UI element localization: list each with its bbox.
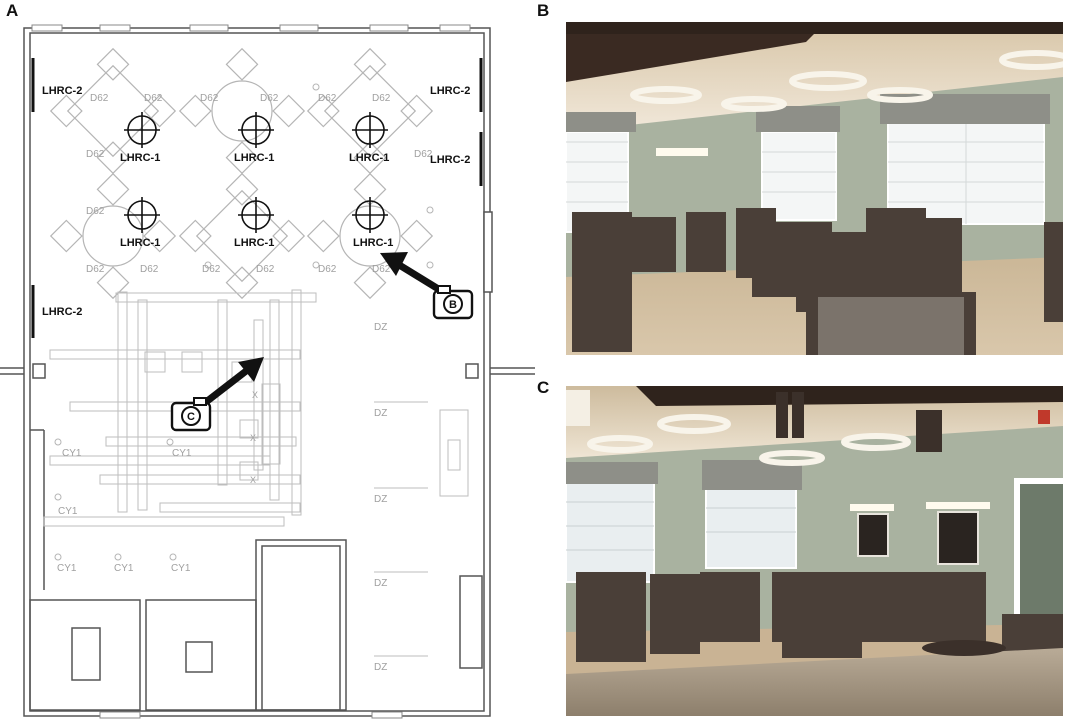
tag-d62: D62 xyxy=(260,93,279,104)
plan-walls xyxy=(0,27,535,717)
downlights xyxy=(54,83,434,561)
table-group xyxy=(306,47,434,175)
label-lhrc1: LHRC-1 xyxy=(120,237,160,249)
pendant-crosshair-icon xyxy=(124,112,160,148)
camera-b-letter: B xyxy=(449,299,457,311)
plan-windows xyxy=(31,24,471,719)
label-lhrc2: LHRC-2 xyxy=(430,85,470,97)
tag-x: X xyxy=(250,433,256,443)
table-group xyxy=(306,172,434,300)
view-direction-arrow xyxy=(203,357,264,405)
pendant-crosshairs xyxy=(124,112,388,233)
tag-d62: D62 xyxy=(86,149,105,160)
cy1-tags: CY1 CY1 CY1 CY1 CY1 CY1 xyxy=(57,448,192,574)
dining-tables xyxy=(49,47,434,300)
tag-d62: D62 xyxy=(86,264,105,275)
tag-cy1: CY1 xyxy=(57,563,77,574)
tag-d62: D62 xyxy=(372,93,391,104)
tag-d62: D62 xyxy=(318,93,337,104)
view-direction-arrow xyxy=(380,252,442,293)
tag-dz: DZ xyxy=(374,662,387,673)
label-lhrc1: LHRC-1 xyxy=(349,152,389,164)
chairs xyxy=(572,208,1063,355)
pendant-crosshair-icon xyxy=(352,197,388,233)
label-lhrc2: LHRC-2 xyxy=(42,306,82,318)
ceiling-grid xyxy=(43,289,469,657)
photo-c xyxy=(566,386,1063,716)
tag-d62: D62 xyxy=(86,206,105,217)
tag-cy1: CY1 xyxy=(58,506,78,517)
photo-b-scene xyxy=(566,22,1063,355)
x-tags: X X X xyxy=(250,390,258,485)
tag-dz: DZ xyxy=(374,322,387,333)
photo-c-scene xyxy=(566,386,1063,716)
tag-dz: DZ xyxy=(374,578,387,589)
tag-d62: D62 xyxy=(202,264,221,275)
tag-d62: D62 xyxy=(144,93,163,104)
tag-cy1: CY1 xyxy=(171,563,191,574)
photo-b xyxy=(566,22,1063,355)
tag-d62: D62 xyxy=(140,264,159,275)
label-lhrc1: LHRC-1 xyxy=(120,152,160,164)
tag-d62: D62 xyxy=(256,264,275,275)
camera-icon: B xyxy=(432,285,474,320)
table-group xyxy=(178,172,306,300)
d62-tags: D62 D62 D62 D62 D62 D62 D62 D62 D62 D62 … xyxy=(86,93,433,275)
tag-x: X xyxy=(252,390,258,400)
tag-cy1: CY1 xyxy=(172,448,192,459)
table-group xyxy=(49,172,177,300)
tag-d62: D62 xyxy=(90,93,109,104)
floor-plan: D62 D62 D62 D62 D62 D62 D62 D62 D62 D62 … xyxy=(0,24,535,719)
tag-d62: D62 xyxy=(414,149,433,160)
pendant-crosshair-icon xyxy=(124,197,160,233)
dz-tags: DZ DZ DZ DZ DZ xyxy=(374,322,387,673)
tag-dz: DZ xyxy=(374,494,387,505)
panel-a-label: A xyxy=(6,1,19,20)
label-lhrc1: LHRC-1 xyxy=(234,152,274,164)
pendant-crosshair-icon xyxy=(352,112,388,148)
pendant-crosshair-icon xyxy=(238,197,274,233)
panel-c-label: C xyxy=(537,378,550,397)
fixture-labels: LHRC-1 LHRC-1 LHRC-1 LHRC-1 LHRC-1 LHRC-… xyxy=(42,85,470,318)
pendant-crosshair-icon xyxy=(238,112,274,148)
chairs xyxy=(576,572,1063,674)
tag-d62: D62 xyxy=(200,93,219,104)
table-group xyxy=(49,47,177,175)
tag-dz: DZ xyxy=(374,408,387,419)
panel-b-label: B xyxy=(537,1,550,20)
tag-cy1: CY1 xyxy=(114,563,134,574)
label-lhrc1: LHRC-1 xyxy=(353,237,393,249)
tag-x: X xyxy=(250,475,256,485)
tag-cy1: CY1 xyxy=(62,448,82,459)
label-lhrc2: LHRC-2 xyxy=(430,154,470,166)
tag-d62: D62 xyxy=(372,264,391,275)
table-group xyxy=(178,47,306,175)
label-lhrc1: LHRC-1 xyxy=(234,237,274,249)
camera-icon: C xyxy=(170,397,212,432)
wall-sconces xyxy=(31,58,483,338)
camera-c-letter: C xyxy=(187,411,195,423)
tag-d62: D62 xyxy=(318,264,337,275)
label-lhrc2: LHRC-2 xyxy=(42,85,82,97)
